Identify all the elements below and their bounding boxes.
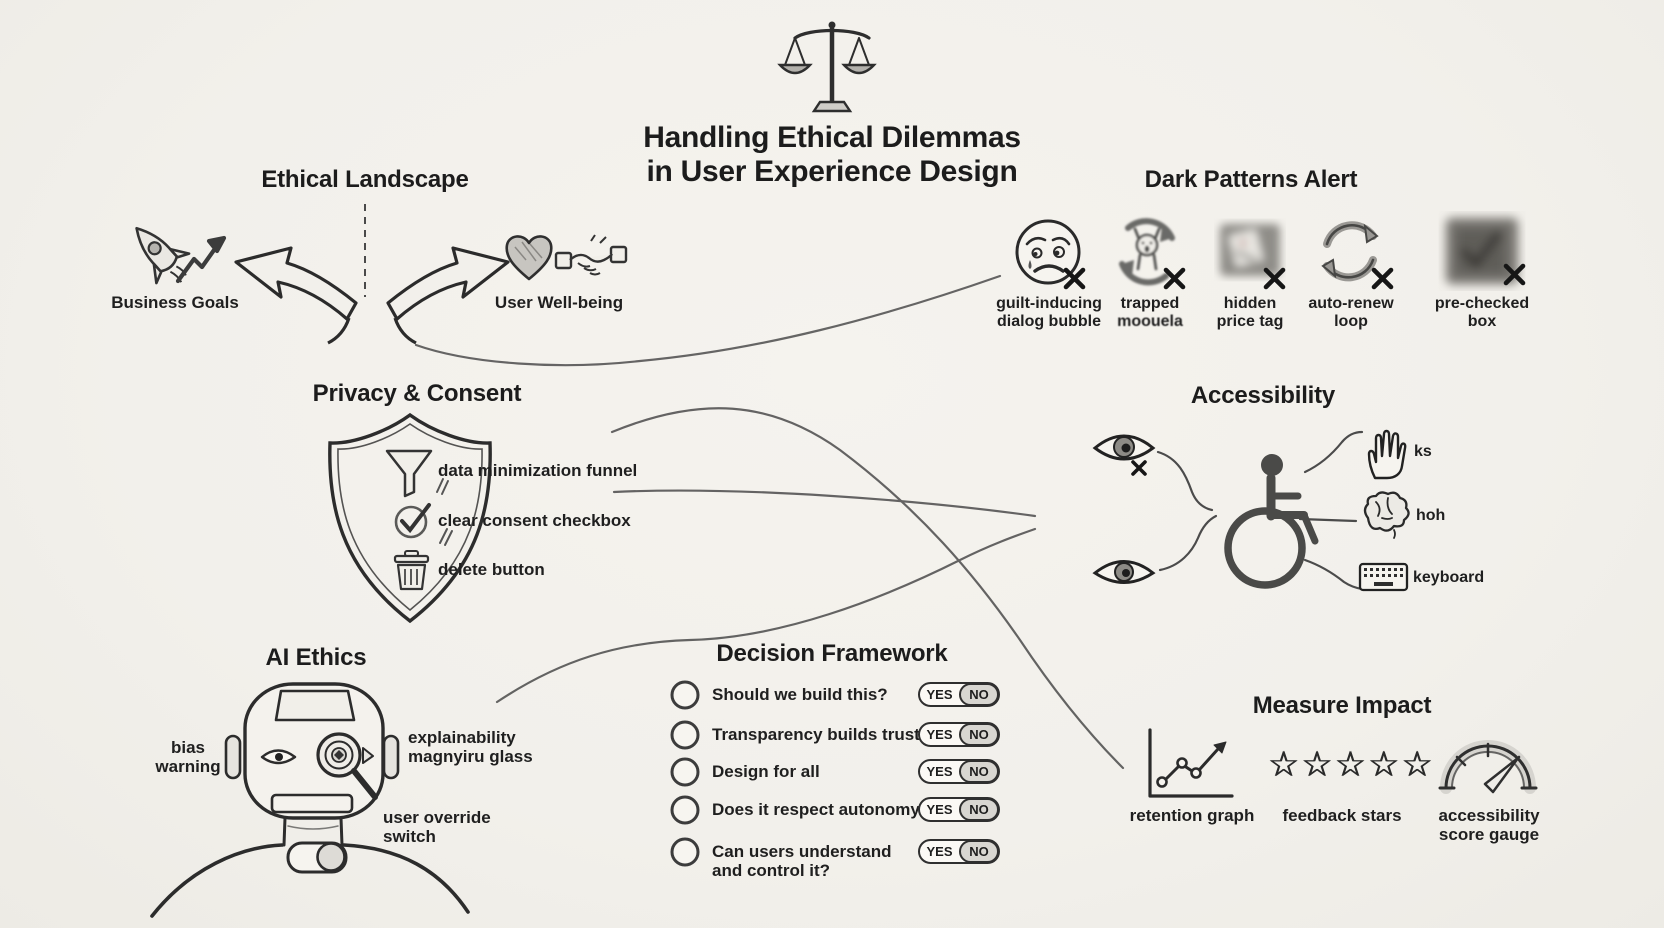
dark-pattern-label: trapped moouela: [1117, 295, 1183, 330]
auto-renew-icon: [1321, 221, 1379, 282]
decision-item-label: Does it respect autonomy?: [712, 800, 931, 819]
decision-item-label: Should we build this?: [712, 685, 888, 704]
feedback-stars-label: feedback stars: [1282, 806, 1402, 825]
hand-icon: [1367, 429, 1407, 480]
privacy-item-label: delete button: [438, 560, 545, 579]
explainability-label: explainability magnyiru glass: [408, 728, 533, 766]
privacy-heading: Privacy & Consent: [312, 380, 522, 407]
hidden-price-icon: [1220, 224, 1280, 276]
decision-item-label: Transparency builds trust: [712, 725, 920, 744]
robot-icon: [150, 682, 470, 918]
dark-pattern-label: guilt-inducing dialog bubble: [996, 295, 1102, 330]
page-title-line1: Handling Ethical Dilemmas: [643, 121, 1021, 154]
funnel-icon: [385, 449, 433, 498]
connector-lines: [414, 274, 1125, 770]
accessibility-heading: Accessibility: [1190, 382, 1336, 409]
retention-graph-icon: [1148, 728, 1234, 798]
privacy-item-label: data minimization funnel: [438, 461, 638, 480]
trash-icon: [393, 550, 430, 591]
gauge-icon: [1438, 740, 1538, 794]
eye-icon: [1092, 560, 1156, 584]
gauge-label: accessibility score gauge: [1438, 806, 1540, 844]
privacy-item-label: clear consent checkbox: [438, 511, 631, 530]
decision-item-label: Design for all: [712, 762, 820, 781]
sad-face-icon: [1015, 219, 1081, 285]
ethical-landscape-heading: Ethical Landscape: [261, 166, 469, 193]
user-override-label: user override switch: [383, 808, 491, 846]
brain-label: hoh: [1416, 507, 1446, 524]
sketch-slashes: [436, 478, 453, 546]
bias-warning-label: bias warning: [155, 738, 221, 776]
ai-ethics-heading: AI Ethics: [265, 644, 367, 671]
heart-icon: [505, 235, 553, 281]
keyboard-icon: [1358, 562, 1409, 592]
dark-pattern-label: pre-checked box: [1434, 295, 1530, 330]
hand-label: ks: [1414, 443, 1432, 460]
fork-arrows-icon: [234, 246, 510, 345]
dark-pattern-label: hidden price tag: [1216, 295, 1284, 330]
trend-arrow-icon: [175, 235, 227, 284]
check-circle-icon: [394, 503, 431, 539]
pre-checked-icon: [1446, 218, 1518, 284]
user-wellbeing-label: User Well-being: [494, 293, 624, 312]
x-mark-icon: [1063, 263, 1526, 290]
rocket-icon: [135, 226, 191, 285]
eye-blocked-icon: [1092, 434, 1156, 476]
keyboard-label: keyboard: [1413, 569, 1485, 586]
dark-patterns-heading: Dark Patterns Alert: [1144, 166, 1358, 193]
scales-icon: [777, 21, 877, 113]
shield-icon: [328, 412, 492, 624]
brain-icon: [1363, 491, 1410, 539]
decision-heading: Decision Framework: [716, 640, 948, 667]
dark-pattern-label: auto-renew loop: [1308, 295, 1394, 330]
star-icon: ☆☆☆☆☆: [1268, 745, 1435, 784]
wheelchair-icon: [1224, 454, 1319, 589]
trapped-icon: [1119, 218, 1175, 286]
business-goals-label: Business Goals: [111, 293, 239, 312]
retention-graph-label: retention graph: [1129, 806, 1255, 825]
radio-icon[interactable]: [670, 680, 700, 867]
page-title-line2: in User Experience Design: [646, 155, 1018, 188]
measure-impact-heading: Measure Impact: [1252, 692, 1432, 719]
decision-item-label: Can users understand and control it?: [712, 842, 892, 880]
handshake-icon: [554, 234, 628, 276]
